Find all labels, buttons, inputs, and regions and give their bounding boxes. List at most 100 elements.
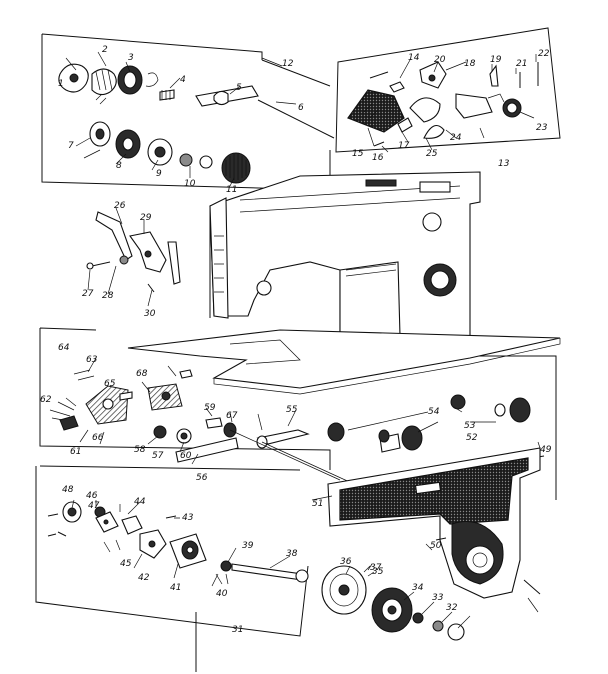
part-27-screw bbox=[91, 261, 111, 267]
callout-label: 6 bbox=[298, 103, 304, 113]
part-16-pin bbox=[373, 141, 385, 147]
machine-bed-plate bbox=[127, 329, 561, 389]
part-56-link bbox=[175, 437, 239, 463]
part-19-stud bbox=[489, 64, 499, 87]
callout-label: 41 bbox=[170, 583, 181, 593]
callout-label: 37 bbox=[370, 563, 382, 573]
callout-label: 19 bbox=[490, 55, 502, 65]
callout-label: 36 bbox=[340, 557, 352, 567]
callout-label: 43 bbox=[182, 513, 194, 523]
panel-64-frame bbox=[39, 327, 331, 470]
part-3-clip bbox=[145, 72, 159, 87]
callout-label: 55 bbox=[286, 405, 298, 415]
callout-label: 16 bbox=[372, 153, 384, 163]
bed-hole bbox=[256, 280, 272, 296]
part-33-washer bbox=[412, 612, 424, 624]
part-44-plate bbox=[121, 515, 143, 535]
callout-label: 52 bbox=[466, 433, 478, 443]
parts-group-64 bbox=[49, 369, 545, 485]
part-65-bushing bbox=[119, 391, 133, 401]
callout-label: 9 bbox=[156, 169, 162, 179]
part-50-screw bbox=[435, 537, 447, 541]
part-14-screw bbox=[389, 81, 405, 93]
callout-label: 63 bbox=[86, 355, 98, 365]
callout-label: 49 bbox=[540, 445, 552, 455]
callout-label: 47 bbox=[88, 501, 100, 511]
callout-label: 8 bbox=[116, 161, 122, 171]
callout-label: 3 bbox=[128, 53, 134, 63]
callout-label: 2 bbox=[102, 45, 108, 55]
part-17-spring bbox=[397, 117, 413, 133]
callout-label: 34 bbox=[412, 583, 424, 593]
callout-label: 15 bbox=[352, 149, 364, 159]
part-11-knob bbox=[221, 152, 251, 184]
callout-label: 61 bbox=[70, 447, 81, 457]
callout-label: 13 bbox=[498, 159, 510, 169]
callout-label: 51 bbox=[312, 499, 323, 509]
panel-51-frame bbox=[470, 355, 557, 500]
callout-label: 28 bbox=[102, 291, 114, 301]
callout-label: 10 bbox=[184, 179, 196, 189]
callout-label: 7 bbox=[68, 141, 74, 151]
part-14-pin bbox=[369, 71, 389, 79]
callout-label: 14 bbox=[408, 53, 420, 63]
callout-label: 20 bbox=[434, 55, 446, 65]
callout-label: 42 bbox=[138, 573, 150, 583]
part-26-bracket bbox=[455, 93, 493, 119]
callout-label: 29 bbox=[140, 213, 152, 223]
callout-label: 53 bbox=[464, 421, 476, 431]
part-49-screw-b bbox=[523, 579, 541, 595]
part-53-knob-shaft bbox=[494, 403, 506, 417]
parts-group-32-37 bbox=[321, 565, 465, 641]
part-25-latch bbox=[423, 124, 445, 139]
panel-12-frame bbox=[41, 33, 331, 191]
callout-label: 30 bbox=[144, 309, 156, 319]
callout-label: 4 bbox=[180, 75, 186, 85]
part-37-spring bbox=[363, 565, 375, 577]
callout-label: 60 bbox=[180, 451, 192, 461]
callout-label: 45 bbox=[120, 559, 132, 569]
arm-hole bbox=[422, 212, 442, 232]
part-53-knob bbox=[509, 397, 531, 423]
part-63-screws bbox=[73, 369, 95, 381]
callout-label: 67 bbox=[226, 411, 238, 421]
part-31-knob bbox=[447, 623, 465, 641]
callout-label: 27 bbox=[82, 289, 94, 299]
machine-casting bbox=[127, 171, 561, 395]
callout-label: 11 bbox=[226, 185, 237, 195]
callout-label: 39 bbox=[242, 541, 254, 551]
callout-label: 56 bbox=[196, 473, 208, 483]
callout-label: 38 bbox=[286, 549, 298, 559]
callout-label: 68 bbox=[136, 369, 148, 379]
part-26-lever bbox=[95, 211, 133, 261]
callout-label: 22 bbox=[538, 49, 550, 59]
part-39-collar bbox=[220, 560, 232, 572]
callout-label: 59 bbox=[204, 403, 216, 413]
part-pins bbox=[95, 93, 107, 105]
callout-label: 66 bbox=[92, 433, 104, 443]
callout-label: 57 bbox=[152, 451, 164, 461]
panel-frames bbox=[35, 27, 561, 672]
callout-label: 44 bbox=[134, 497, 146, 507]
part-15-cam-plate bbox=[347, 89, 405, 133]
part-10-nut bbox=[179, 153, 193, 167]
part-58-nut bbox=[153, 425, 167, 439]
leader-lines bbox=[65, 51, 541, 629]
part-45-pin bbox=[57, 531, 67, 537]
callout-label: 5 bbox=[236, 83, 242, 93]
callout-label: 12 bbox=[282, 59, 294, 69]
part-54-gear-b bbox=[450, 394, 466, 410]
parts-group-31 bbox=[47, 501, 309, 585]
callout-label: 23 bbox=[536, 123, 548, 133]
part-43-screw bbox=[165, 515, 177, 519]
callout-label: 35 bbox=[372, 567, 384, 577]
part-20-cam bbox=[409, 97, 441, 123]
part-29-rod bbox=[167, 241, 181, 285]
part-45-pins bbox=[103, 539, 121, 553]
part-52-knob bbox=[401, 425, 423, 451]
callout-label: 64 bbox=[58, 343, 70, 353]
panel-13-frame bbox=[335, 27, 561, 153]
front-plate-51 bbox=[327, 447, 541, 599]
part-40-pins bbox=[215, 573, 229, 585]
